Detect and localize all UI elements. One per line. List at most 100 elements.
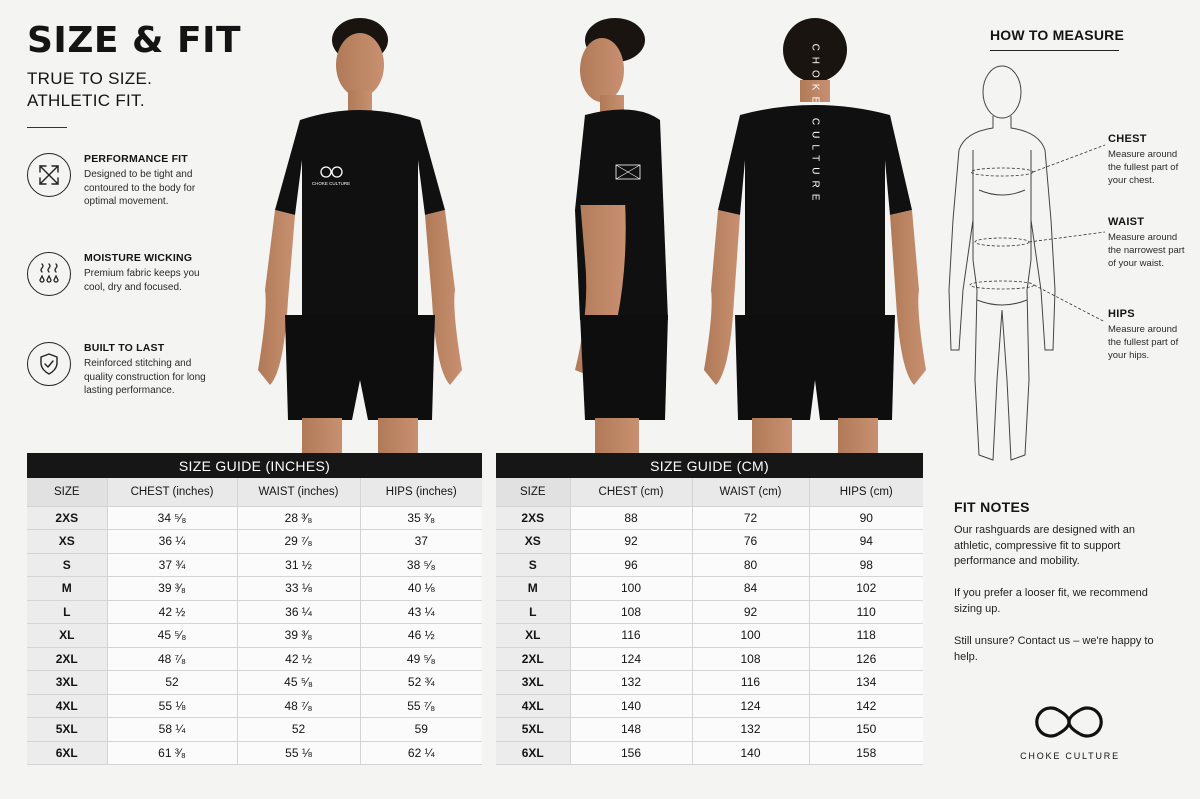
tagline-line-2: ATHLETIC FIT.: [27, 91, 145, 110]
fit-note: Still unsure? Contact us – we're happy t…: [954, 635, 1154, 663]
value-cell: 55 ⅛: [237, 741, 361, 765]
brand-name: CHOKE CULTURE: [1020, 751, 1120, 761]
feature-desc: Premium fabric keeps you cool, dry and f…: [84, 268, 200, 293]
measure-hips: HIPS Measure around the fullest part of …: [1108, 308, 1193, 362]
divider: [27, 127, 67, 128]
value-cell: 108: [692, 647, 810, 671]
value-cell: 124: [692, 694, 810, 718]
tagline: TRUE TO SIZE. ATHLETIC FIT.: [27, 68, 152, 112]
value-cell: 52 ¾: [360, 670, 482, 695]
value-cell: 59: [360, 717, 482, 742]
value-cell: 80: [692, 553, 810, 577]
size-cell: 5XL: [496, 717, 571, 742]
value-cell: 126: [809, 647, 923, 671]
table-title: SIZE GUIDE (INCHES): [27, 453, 482, 478]
value-cell: 49 ⁵⁄₈: [360, 647, 482, 671]
size-cell: L: [496, 600, 571, 624]
value-cell: 92: [692, 600, 810, 624]
value-cell: 148: [570, 717, 693, 742]
size-cell: XL: [496, 623, 571, 648]
value-cell: 37: [360, 529, 482, 554]
value-cell: 43 ¼: [360, 600, 482, 624]
size-cell: 2XS: [496, 506, 571, 530]
size-cell: 5XL: [27, 717, 108, 742]
size-cell: M: [496, 576, 571, 601]
moisture-drops-icon: [27, 252, 71, 296]
page-title: SIZE & FIT: [27, 20, 242, 61]
value-cell: 39 ³⁄₈: [107, 576, 238, 601]
size-cell: 2XL: [496, 647, 571, 671]
size-cell: 2XL: [27, 647, 108, 671]
brand-logo: [1035, 706, 1103, 738]
value-cell: 132: [692, 717, 810, 742]
size-cell: L: [27, 600, 108, 624]
value-cell: 37 ¾: [107, 553, 238, 577]
fit-note: If you prefer a looser fit, we recommend…: [954, 587, 1148, 615]
value-cell: 33 ⅛: [237, 576, 361, 601]
model-back: CHOKE CULTURE: [704, 18, 926, 455]
value-cell: 150: [809, 717, 923, 742]
back-print: CHOKE CULTURE: [810, 44, 821, 207]
size-cell: 4XL: [27, 694, 108, 718]
value-cell: 29 ⁷⁄₈: [237, 529, 361, 554]
measure-chest: CHEST Measure around the fullest part of…: [1108, 133, 1193, 187]
size-cell: 6XL: [27, 741, 108, 765]
value-cell: 100: [570, 576, 693, 601]
feature-title: BUILT TO LAST: [84, 342, 165, 354]
column-header: SIZE: [496, 478, 571, 507]
column-header: HIPS (inches): [360, 478, 482, 507]
value-cell: 98: [809, 553, 923, 577]
feature-desc: Reinforced stitching and quality constru…: [84, 358, 206, 397]
value-cell: 134: [809, 670, 923, 695]
divider: [990, 50, 1119, 51]
fit-note: Our rashguards are designed with an athl…: [954, 524, 1135, 567]
measure-label: WAIST: [1108, 216, 1145, 228]
size-cell: XL: [27, 623, 108, 648]
chest-print: CHOKE CULTURE: [312, 181, 350, 186]
value-cell: 38 ⁵⁄₈: [360, 553, 482, 577]
value-cell: 28 ³⁄₈: [237, 506, 361, 530]
size-cell: 3XL: [27, 670, 108, 695]
feature-title: PERFORMANCE FIT: [84, 153, 188, 165]
value-cell: 39 ³⁄₈: [237, 623, 361, 648]
size-cell: 6XL: [496, 741, 571, 765]
value-cell: 96: [570, 553, 693, 577]
table-title: SIZE GUIDE (CM): [496, 453, 923, 478]
fit-notes-title: FIT NOTES: [954, 499, 1030, 515]
value-cell: 94: [809, 529, 923, 554]
column-header: HIPS (cm): [809, 478, 923, 507]
value-cell: 156: [570, 741, 693, 765]
feature-title: MOISTURE WICKING: [84, 252, 193, 264]
size-cell: M: [27, 576, 108, 601]
value-cell: 140: [570, 694, 693, 718]
value-cell: 102: [809, 576, 923, 601]
value-cell: 34 ⁵⁄₈: [107, 506, 238, 530]
value-cell: 61 ³⁄₈: [107, 741, 238, 765]
value-cell: 88: [570, 506, 693, 530]
value-cell: 92: [570, 529, 693, 554]
model-front: CHOKE CULTURE: [258, 18, 462, 455]
size-cell: S: [27, 553, 108, 577]
value-cell: 58 ¼: [107, 717, 238, 742]
column-header: WAIST (inches): [237, 478, 361, 507]
arrows-expand-icon: [27, 153, 71, 197]
model-photos: CHOKE CULTURE CHOKE CULTURE: [258, 18, 926, 455]
measure-desc: Measure around the fullest part of your …: [1108, 324, 1179, 361]
value-cell: 142: [809, 694, 923, 718]
measure-label: HIPS: [1108, 308, 1135, 320]
